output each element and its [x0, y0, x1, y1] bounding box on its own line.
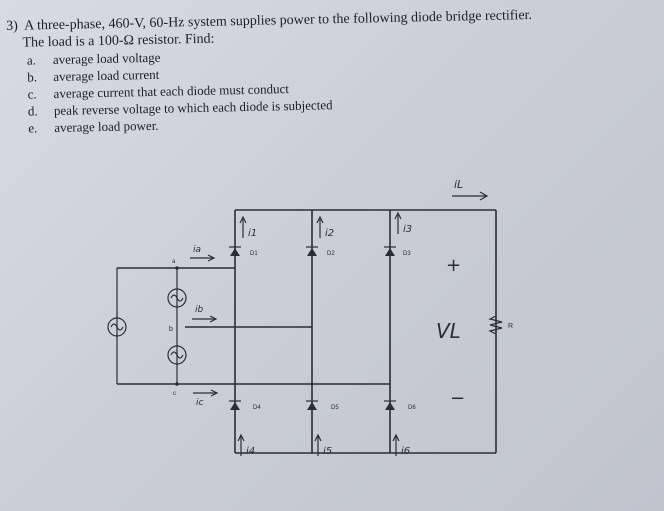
- resistor-label: R: [508, 323, 513, 330]
- diode-d2: [306, 246, 318, 256]
- diode-current-arrow-i2: [316, 215, 324, 238]
- node-b-label: b: [169, 326, 173, 333]
- diode-d1-label: D1: [250, 251, 258, 257]
- diode-d1: [229, 246, 241, 256]
- diode-current-i6: i6: [401, 446, 410, 457]
- diode-current-arrow-i1: [239, 215, 247, 238]
- resistor-icon: [488, 315, 503, 335]
- load-voltage-label: VL: [436, 319, 461, 343]
- diode-d4-label: D4: [253, 405, 261, 411]
- load-current-arrowhead: [479, 191, 489, 201]
- phase-current-arrow-c: [193, 389, 219, 397]
- plus-sign: +: [446, 255, 461, 276]
- ac-source-bc-icon: [167, 345, 187, 365]
- node-a-label: a: [172, 259, 176, 265]
- diode-current-arrow-i3: [394, 211, 402, 234]
- ac-source-ca-icon: [107, 317, 127, 337]
- phase-current-arrow-b: [192, 315, 218, 323]
- diode-d4: [229, 400, 241, 410]
- node-c-dot: [175, 382, 179, 386]
- diode-current-arrow-i6: [392, 433, 400, 456]
- phase-current-ib: ib: [195, 305, 204, 315]
- minus-sign: −: [450, 388, 465, 409]
- diode-current-i2: i2: [325, 228, 334, 239]
- node-c-label: c: [173, 391, 176, 397]
- diode-d2-label: D2: [327, 251, 335, 257]
- diode-d5-label: D5: [331, 405, 339, 411]
- phase-current-arrow-a: [190, 254, 216, 262]
- diode-current-i5: i5: [323, 446, 332, 457]
- diode-d3: [384, 246, 396, 256]
- node-a-dot: [175, 266, 179, 270]
- diode-current-arrow-i4: [237, 433, 245, 456]
- diode-current-arrow-i5: [314, 433, 322, 456]
- phase-current-ic: ic: [196, 398, 204, 408]
- diode-current-i3: i3: [403, 224, 412, 235]
- diode-d6-label: D6: [408, 405, 416, 411]
- phase-current-ia: ia: [193, 245, 201, 255]
- diode-d6: [384, 400, 396, 410]
- ac-source-ab-icon: [167, 288, 187, 308]
- load-current-label: iL: [454, 178, 463, 191]
- diode-current-i1: i1: [248, 228, 257, 239]
- diode-current-i4: i4: [246, 446, 255, 457]
- diode-d3-label: D3: [403, 251, 411, 257]
- diode-d5: [306, 400, 318, 410]
